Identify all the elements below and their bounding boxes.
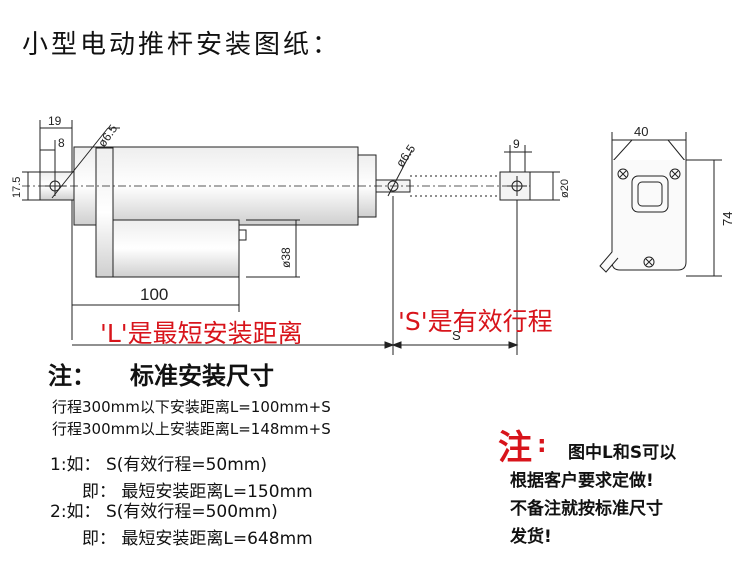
dim-9: 9 (513, 137, 520, 151)
page-title: 小型电动推杆安装图纸： (22, 30, 342, 60)
side-note-line-2: 根据客户要求定做! (510, 471, 654, 491)
dim-74: 74 (720, 212, 735, 226)
dim-19: 19 (48, 114, 62, 128)
label-l-definition: 'L'是最短安装距离 (100, 319, 303, 348)
notes-heading: 注： (48, 362, 96, 390)
dim-s: S (452, 328, 461, 343)
side-note-line-4: 发货! (510, 527, 552, 547)
dim-40: 40 (634, 124, 648, 139)
notes-subheading: 标准安装尺寸 (130, 362, 274, 390)
example-1-result: 即： 最短安装距离L=150mm (82, 482, 313, 502)
side-note-line-3: 不备注就按标准尺寸 (510, 499, 663, 519)
dim-8: 8 (58, 136, 65, 150)
dim-100: 100 (140, 285, 168, 304)
example-2: 2:如： S(有效行程=500mm) (50, 502, 278, 522)
side-note-colon: : (537, 430, 547, 458)
dim-phi-top: ø6.5 (95, 122, 120, 150)
side-note-line-1: 图中L和S可以 (568, 443, 677, 463)
gearbox-housing (95, 147, 114, 278)
dim-17-5: 17.5 (11, 177, 23, 198)
cable-port (238, 229, 247, 241)
dim-phi-right: ø6.5 (393, 142, 418, 170)
rule-over-300: 行程300mm以上安装距离L=148mm+S (52, 420, 331, 438)
motor-cylinder (112, 219, 240, 278)
side-note-mark: 注 (498, 428, 532, 468)
dim-phi38: ø38 (279, 247, 293, 268)
label-s-definition: 'S'是有效行程 (398, 307, 553, 336)
example-2-result: 即： 最短安装距离L=648mm (82, 529, 313, 549)
example-1: 1:如： S(有效行程=50mm) (50, 455, 267, 475)
rule-under-300: 行程300mm以下安装距离L=100mm+S (52, 398, 331, 416)
dim-phi20: ø20 (559, 179, 571, 198)
side-view (599, 132, 722, 277)
